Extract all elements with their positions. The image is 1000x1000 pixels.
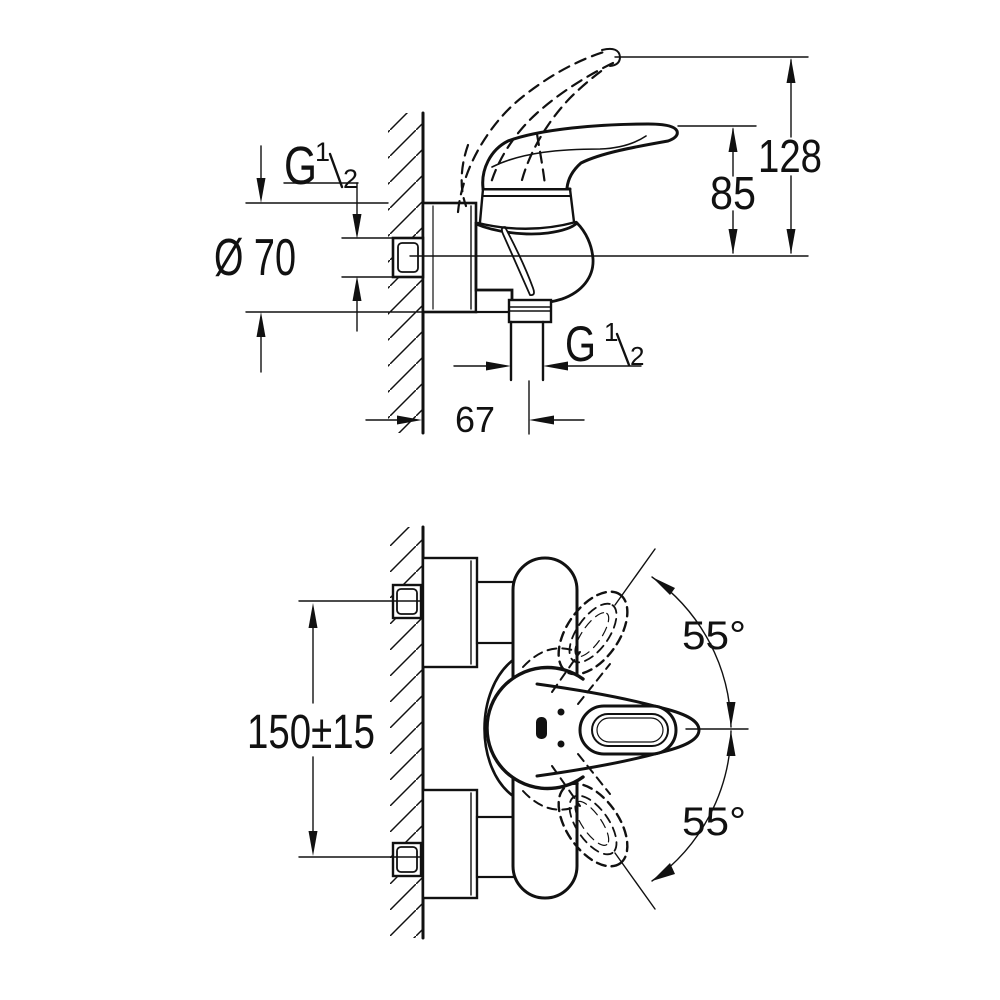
thread-size-top-numerator: 1 xyxy=(315,137,330,167)
body-base xyxy=(474,288,514,314)
handle-base-dome xyxy=(485,665,585,791)
top-view-arrowheads xyxy=(308,577,736,881)
lever-swung-up-dashed xyxy=(522,590,629,705)
thread-size-bottom-denominator: 2 xyxy=(630,341,644,371)
side-view-arrowheads xyxy=(256,58,796,425)
body-bulge xyxy=(483,658,515,798)
dimension-67-label: 67 xyxy=(455,399,495,440)
thread-size-top-slash xyxy=(328,152,344,189)
side-view-drawing: G 1 2 Ø 70 128 85 67 G 1 2 xyxy=(214,47,822,440)
hot-indicator-dot xyxy=(557,708,565,716)
thread-size-bottom-numerator: 1 xyxy=(604,317,618,347)
angle-55-down-label: 55° xyxy=(682,800,746,844)
dimension-128-label: 128 xyxy=(758,130,822,182)
thread-size-top-label: G xyxy=(284,136,317,196)
diameter-70-label: Ø 70 xyxy=(214,229,296,287)
top-view-drawing: 150±15 55° 55° xyxy=(247,525,749,940)
lever-handle-top-view xyxy=(535,682,701,778)
lever-loop-middle xyxy=(591,713,669,747)
lever-handle-side xyxy=(481,122,679,190)
lever-loop-inner xyxy=(596,717,664,743)
side-view-dimension-lines xyxy=(245,56,809,435)
body-contour-line xyxy=(500,226,535,297)
escutcheon-bottom-inlet xyxy=(421,788,479,900)
escutcheon xyxy=(421,201,478,314)
lever-swung-down-dashed xyxy=(522,753,629,868)
thread-size-top-denominator: 2 xyxy=(343,164,358,194)
cold-indicator-dot xyxy=(557,740,565,748)
s-union-top xyxy=(475,580,516,645)
thread-size-bottom-label: G xyxy=(565,316,596,372)
dimension-85-label: 85 xyxy=(710,167,756,219)
thread-size-bottom-slash xyxy=(615,332,631,367)
escutcheon-top-inlet xyxy=(421,556,479,669)
dimension-150-label: 150±15 xyxy=(247,706,375,759)
s-union-bottom xyxy=(475,815,516,879)
lever-raised-dashed xyxy=(456,49,615,214)
angle-55-up-label: 55° xyxy=(682,614,746,658)
handle-logo-mark xyxy=(536,717,547,739)
